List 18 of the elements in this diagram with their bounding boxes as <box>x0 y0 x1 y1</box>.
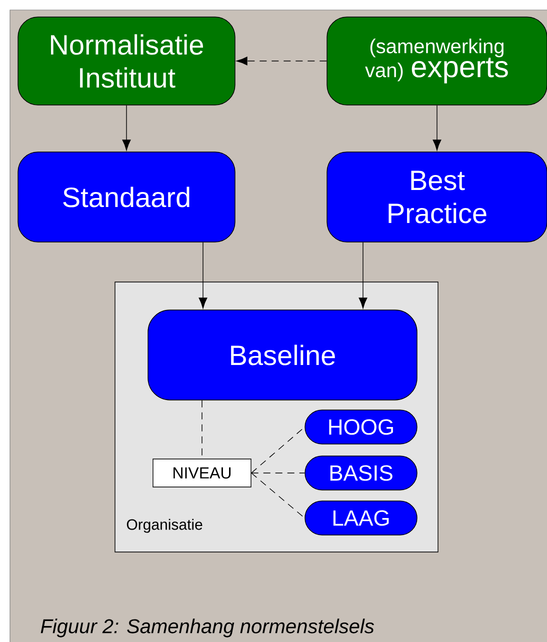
practice-box: Best Practice <box>326 152 547 242</box>
institute-box: Normalisatie Instituut <box>18 16 236 106</box>
level-pill: LAAG <box>304 500 418 536</box>
level-box: NIVEAU <box>152 458 252 488</box>
connector-line <box>251 426 305 474</box>
connector-line <box>251 472 305 518</box>
arrow <box>358 242 368 309</box>
connector-line <box>251 472 305 474</box>
arrow <box>122 105 131 151</box>
arrow <box>198 242 208 309</box>
arrow <box>236 56 327 66</box>
baseline-box: Baseline <box>148 310 418 400</box>
level-pill: HOOG <box>304 410 418 444</box>
arrow <box>432 105 442 151</box>
caption: Figuur 2: Samenhang normenstelsels <box>40 618 374 638</box>
experts-box: (samenwerking van) experts <box>326 16 547 106</box>
standard-box: Standaard <box>18 152 236 242</box>
level-pill: BASIS <box>304 456 418 490</box>
